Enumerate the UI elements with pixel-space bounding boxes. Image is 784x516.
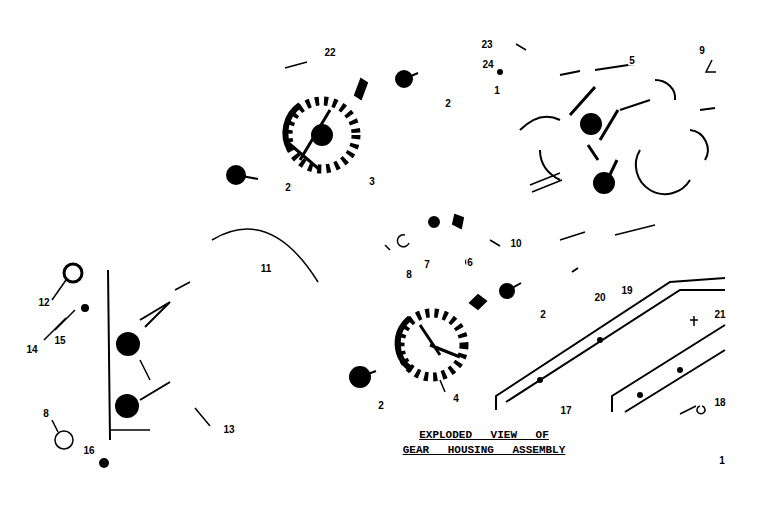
- callout-number: 2: [444, 98, 452, 109]
- callout-number: 5: [628, 55, 636, 66]
- callout-number: 2: [377, 400, 385, 411]
- callout-number: 12: [37, 297, 50, 308]
- callout-number: 20: [593, 292, 606, 303]
- callout-number: 17: [559, 405, 572, 416]
- callout-number: 8: [405, 269, 413, 280]
- callout-number: 1: [718, 455, 726, 466]
- callout-number: 2: [284, 182, 292, 193]
- callout-number: 9: [698, 45, 706, 56]
- callout-number: 23: [480, 39, 493, 50]
- callout-number: 22: [323, 47, 336, 58]
- callout-number: 10: [509, 238, 522, 249]
- drawing-title: EXPLODED VIEW OF GEAR HOUSING ASSEMBLY: [400, 428, 568, 458]
- callout-number: 16: [82, 445, 95, 456]
- callout-number: 14: [25, 344, 38, 355]
- callout-number: 2: [539, 309, 547, 320]
- callout-number: 8: [42, 408, 50, 419]
- callout-number: 6: [466, 257, 474, 268]
- callout-number: 11: [260, 263, 273, 274]
- callout-number: 24: [481, 59, 494, 70]
- callout-number: 7: [423, 259, 431, 270]
- callout-number: 15: [53, 335, 66, 346]
- callout-number: 1: [493, 85, 501, 96]
- callout-number: 3: [368, 176, 376, 187]
- callout-number: 4: [452, 393, 460, 404]
- callout-number: 19: [620, 285, 633, 296]
- callout-number: 18: [713, 397, 726, 408]
- callout-number: 21: [713, 309, 726, 320]
- callout-number: 13: [222, 424, 235, 435]
